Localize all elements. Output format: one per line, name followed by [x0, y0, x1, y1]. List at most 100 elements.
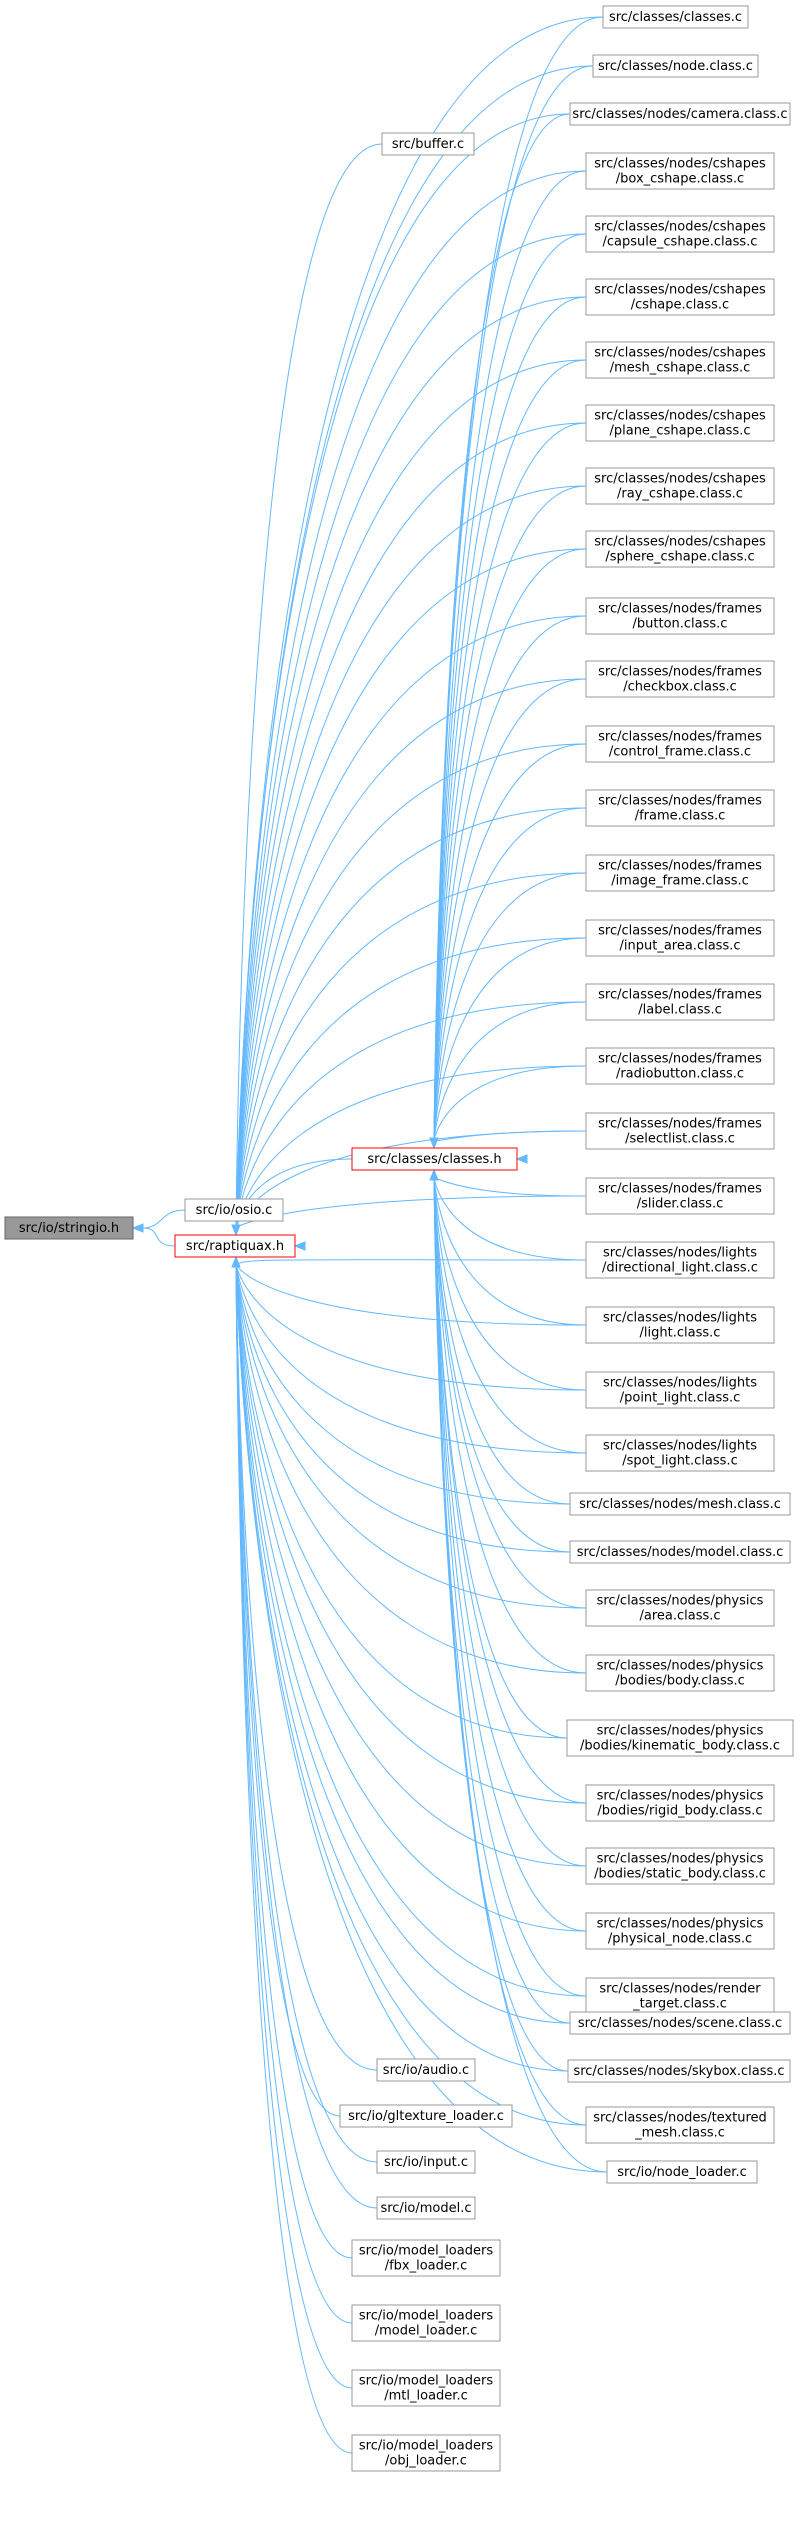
node-label-line: /obj_loader.c — [385, 2454, 467, 2469]
node-selectlist[interactable]: src/classes/nodes/frames/selectlist.clas… — [585, 1112, 775, 1150]
node-label-line: src/io/audio.c — [383, 2063, 469, 2078]
node-label-line: /capsule_cshape.class.c — [603, 235, 758, 250]
edge-plane_cshape-to-raptiquax_h — [235, 422, 587, 1228]
node-label-line: /point_light.class.c — [620, 1391, 741, 1406]
node-label-line: src/classes/nodes/lights — [603, 1439, 757, 1454]
node-plane-cshape[interactable]: src/classes/nodes/cshapes/plane_cshape.c… — [585, 404, 775, 442]
node-mesh-cshape[interactable]: src/classes/nodes/cshapes/mesh_cshape.cl… — [585, 341, 775, 379]
edge-sphere_cshape-to-classes_h — [433, 548, 587, 1141]
node-obj-loader[interactable]: src/io/model_loaders/obj_loader.c — [351, 2434, 501, 2472]
node-frame[interactable]: src/classes/nodes/frames/frame.class.c — [585, 789, 775, 827]
node-label-line: src/classes/nodes/lights — [603, 1246, 757, 1261]
node-osio-c[interactable]: src/io/osio.c — [184, 1198, 284, 1222]
node-box — [376, 2150, 476, 2174]
node-checkbox[interactable]: src/classes/nodes/frames/checkbox.class.… — [585, 660, 775, 698]
node-cshape[interactable]: src/classes/nodes/cshapes/cshape.class.c — [585, 278, 775, 316]
edge-body-to-classes_h — [433, 1177, 587, 1674]
node-box — [351, 2369, 501, 2407]
node-box — [585, 2106, 775, 2144]
node-label-line: /spot_light.class.c — [622, 1454, 737, 1469]
arrowhead-raptiquax-bottom — [231, 1255, 241, 1268]
edge-model_c-to-raptiquax_h — [235, 1264, 378, 2209]
node-label-line: src/classes/nodes/cshapes — [594, 535, 766, 550]
node-input-c[interactable]: src/io/input.c — [376, 2150, 476, 2174]
arrowhead-stringio — [131, 1223, 144, 1233]
node-control-frame[interactable]: src/classes/nodes/frames/control_frame.c… — [585, 725, 775, 763]
node-skybox-class[interactable]: src/classes/nodes/skybox.class.c — [567, 2059, 791, 2083]
node-label-line: src/io/node_loader.c — [617, 2165, 746, 2180]
node-buffer-c[interactable]: src/buffer.c — [381, 132, 475, 156]
node-label-line: src/classes/nodes/render — [599, 1982, 761, 1997]
node-directional-light[interactable]: src/classes/nodes/lights/directional_lig… — [585, 1241, 775, 1279]
node-model-c[interactable]: src/io/model.c — [376, 2196, 476, 2220]
arrowhead-classes-bottom — [429, 1168, 439, 1181]
node-slider[interactable]: src/classes/nodes/frames/slider.class.c — [585, 1177, 775, 1215]
node-point-light[interactable]: src/classes/nodes/lights/point_light.cla… — [585, 1371, 775, 1409]
edge-selectlist-to-classes_h — [433, 1130, 587, 1142]
node-capsule-cshape[interactable]: src/classes/nodes/cshapes/capsule_cshape… — [585, 215, 775, 253]
node-area[interactable]: src/classes/nodes/physics/area.class.c — [585, 1589, 775, 1627]
node-mtl-loader[interactable]: src/io/model_loaders/mtl_loader.c — [351, 2369, 501, 2407]
node-node-loader[interactable]: src/io/node_loader.c — [606, 2160, 758, 2184]
node-radiobutton[interactable]: src/classes/nodes/frames/radiobutton.cla… — [585, 1047, 775, 1085]
node-box-cshape[interactable]: src/classes/nodes/cshapes/box_cshape.cla… — [585, 152, 775, 190]
node-model-loader[interactable]: src/io/model_loaders/model_loader.c — [351, 2304, 501, 2342]
node-classes-h[interactable]: src/classes/classes.h — [351, 1147, 518, 1171]
node-box — [585, 660, 775, 698]
edge-cshape-to-classes_h — [433, 296, 587, 1141]
node-physical-node[interactable]: src/classes/nodes/physics/physical_node.… — [585, 1912, 775, 1950]
edge-osio_c-to-stringio_h — [142, 1209, 186, 1229]
node-sphere-cshape[interactable]: src/classes/nodes/cshapes/sphere_cshape.… — [585, 530, 775, 568]
node-box — [585, 1589, 775, 1627]
edge-image_frame-to-raptiquax_h — [235, 872, 587, 1228]
edge-light-to-classes_h — [433, 1177, 587, 1326]
node-render-target[interactable]: src/classes/nodes/render_target.class.c — [585, 1977, 775, 2015]
node-input-area[interactable]: src/classes/nodes/frames/input_area.clas… — [585, 919, 775, 957]
node-spot-light[interactable]: src/classes/nodes/lights/spot_light.clas… — [585, 1434, 775, 1472]
node-box — [567, 2059, 791, 2083]
node-label-line: src/raptiquax.h — [186, 1239, 284, 1254]
node-image-frame[interactable]: src/classes/nodes/frames/image_frame.cla… — [585, 854, 775, 892]
node-model-class[interactable]: src/classes/nodes/model.class.c — [569, 1540, 791, 1564]
node-label-line: src/classes/nodes/textured — [593, 2111, 767, 2126]
arrowhead-classes-right — [515, 1154, 528, 1164]
node-kinematic-body[interactable]: src/classes/nodes/physics/bodies/kinemat… — [566, 1719, 794, 1757]
node-scene-class[interactable]: src/classes/nodes/scene.class.c — [569, 2011, 791, 2035]
node-stringio-h[interactable]: src/io/stringio.h — [4, 1216, 134, 1240]
node-textured-mesh[interactable]: src/classes/nodes/textured_mesh.class.c — [585, 2106, 775, 2144]
node-rigid-body[interactable]: src/classes/nodes/physics/bodies/rigid_b… — [585, 1784, 775, 1822]
node-gltexture-loader[interactable]: src/io/gltexture_loader.c — [339, 2104, 513, 2128]
node-label-line: /ray_cshape.class.c — [617, 487, 743, 502]
nodes-layer: src/io/stringio.h src/io/osio.c src/raptiq… — [4, 5, 794, 2472]
edge-checkbox-to-classes_h — [433, 678, 587, 1141]
edge-render_target-to-raptiquax_h — [235, 1264, 587, 1997]
node-camera-class-c[interactable]: src/classes/nodes/camera.class.c — [569, 102, 791, 126]
edge-static_body-to-raptiquax_h — [235, 1264, 587, 1867]
node-node-class-c[interactable]: src/classes/node.class.c — [592, 54, 759, 78]
node-box — [585, 1241, 775, 1279]
node-audio-c[interactable]: src/io/audio.c — [376, 2058, 476, 2082]
node-box — [585, 1912, 775, 1950]
node-box — [585, 1306, 775, 1344]
node-label-line: /selectlist.class.c — [625, 1132, 735, 1147]
node-label-line: src/classes/nodes/frames — [598, 859, 762, 874]
node-box — [602, 5, 749, 29]
node-box — [174, 1234, 296, 1258]
edge-scene_class-to-raptiquax_h — [235, 1264, 571, 2024]
node-body[interactable]: src/classes/nodes/physics/bodies/body.cl… — [585, 1654, 775, 1692]
node-box — [585, 530, 775, 568]
node-label-line: src/classes/nodes/frames — [598, 1182, 762, 1197]
node-classes-c[interactable]: src/classes/classes.c — [602, 5, 749, 29]
node-fbx-loader[interactable]: src/io/model_loaders/fbx_loader.c — [351, 2239, 501, 2277]
node-ray-cshape[interactable]: src/classes/nodes/cshapes/ray_cshape.cla… — [585, 467, 775, 505]
node-label-line: /input_area.class.c — [620, 939, 741, 954]
edge-mesh_class-to-raptiquax_h — [235, 1264, 571, 1505]
node-static-body[interactable]: src/classes/nodes/physics/bodies/static_… — [585, 1847, 775, 1885]
node-raptiquax-h[interactable]: src/raptiquax.h — [174, 1234, 296, 1258]
node-mesh-class[interactable]: src/classes/nodes/mesh.class.c — [569, 1492, 791, 1516]
edge-control_frame-to-raptiquax_h — [235, 743, 587, 1228]
node-light[interactable]: src/classes/nodes/lights/light.class.c — [585, 1306, 775, 1344]
node-box — [592, 54, 759, 78]
node-button[interactable]: src/classes/nodes/frames/button.class.c — [585, 597, 775, 635]
node-label[interactable]: src/classes/nodes/frames/label.class.c — [585, 983, 775, 1021]
